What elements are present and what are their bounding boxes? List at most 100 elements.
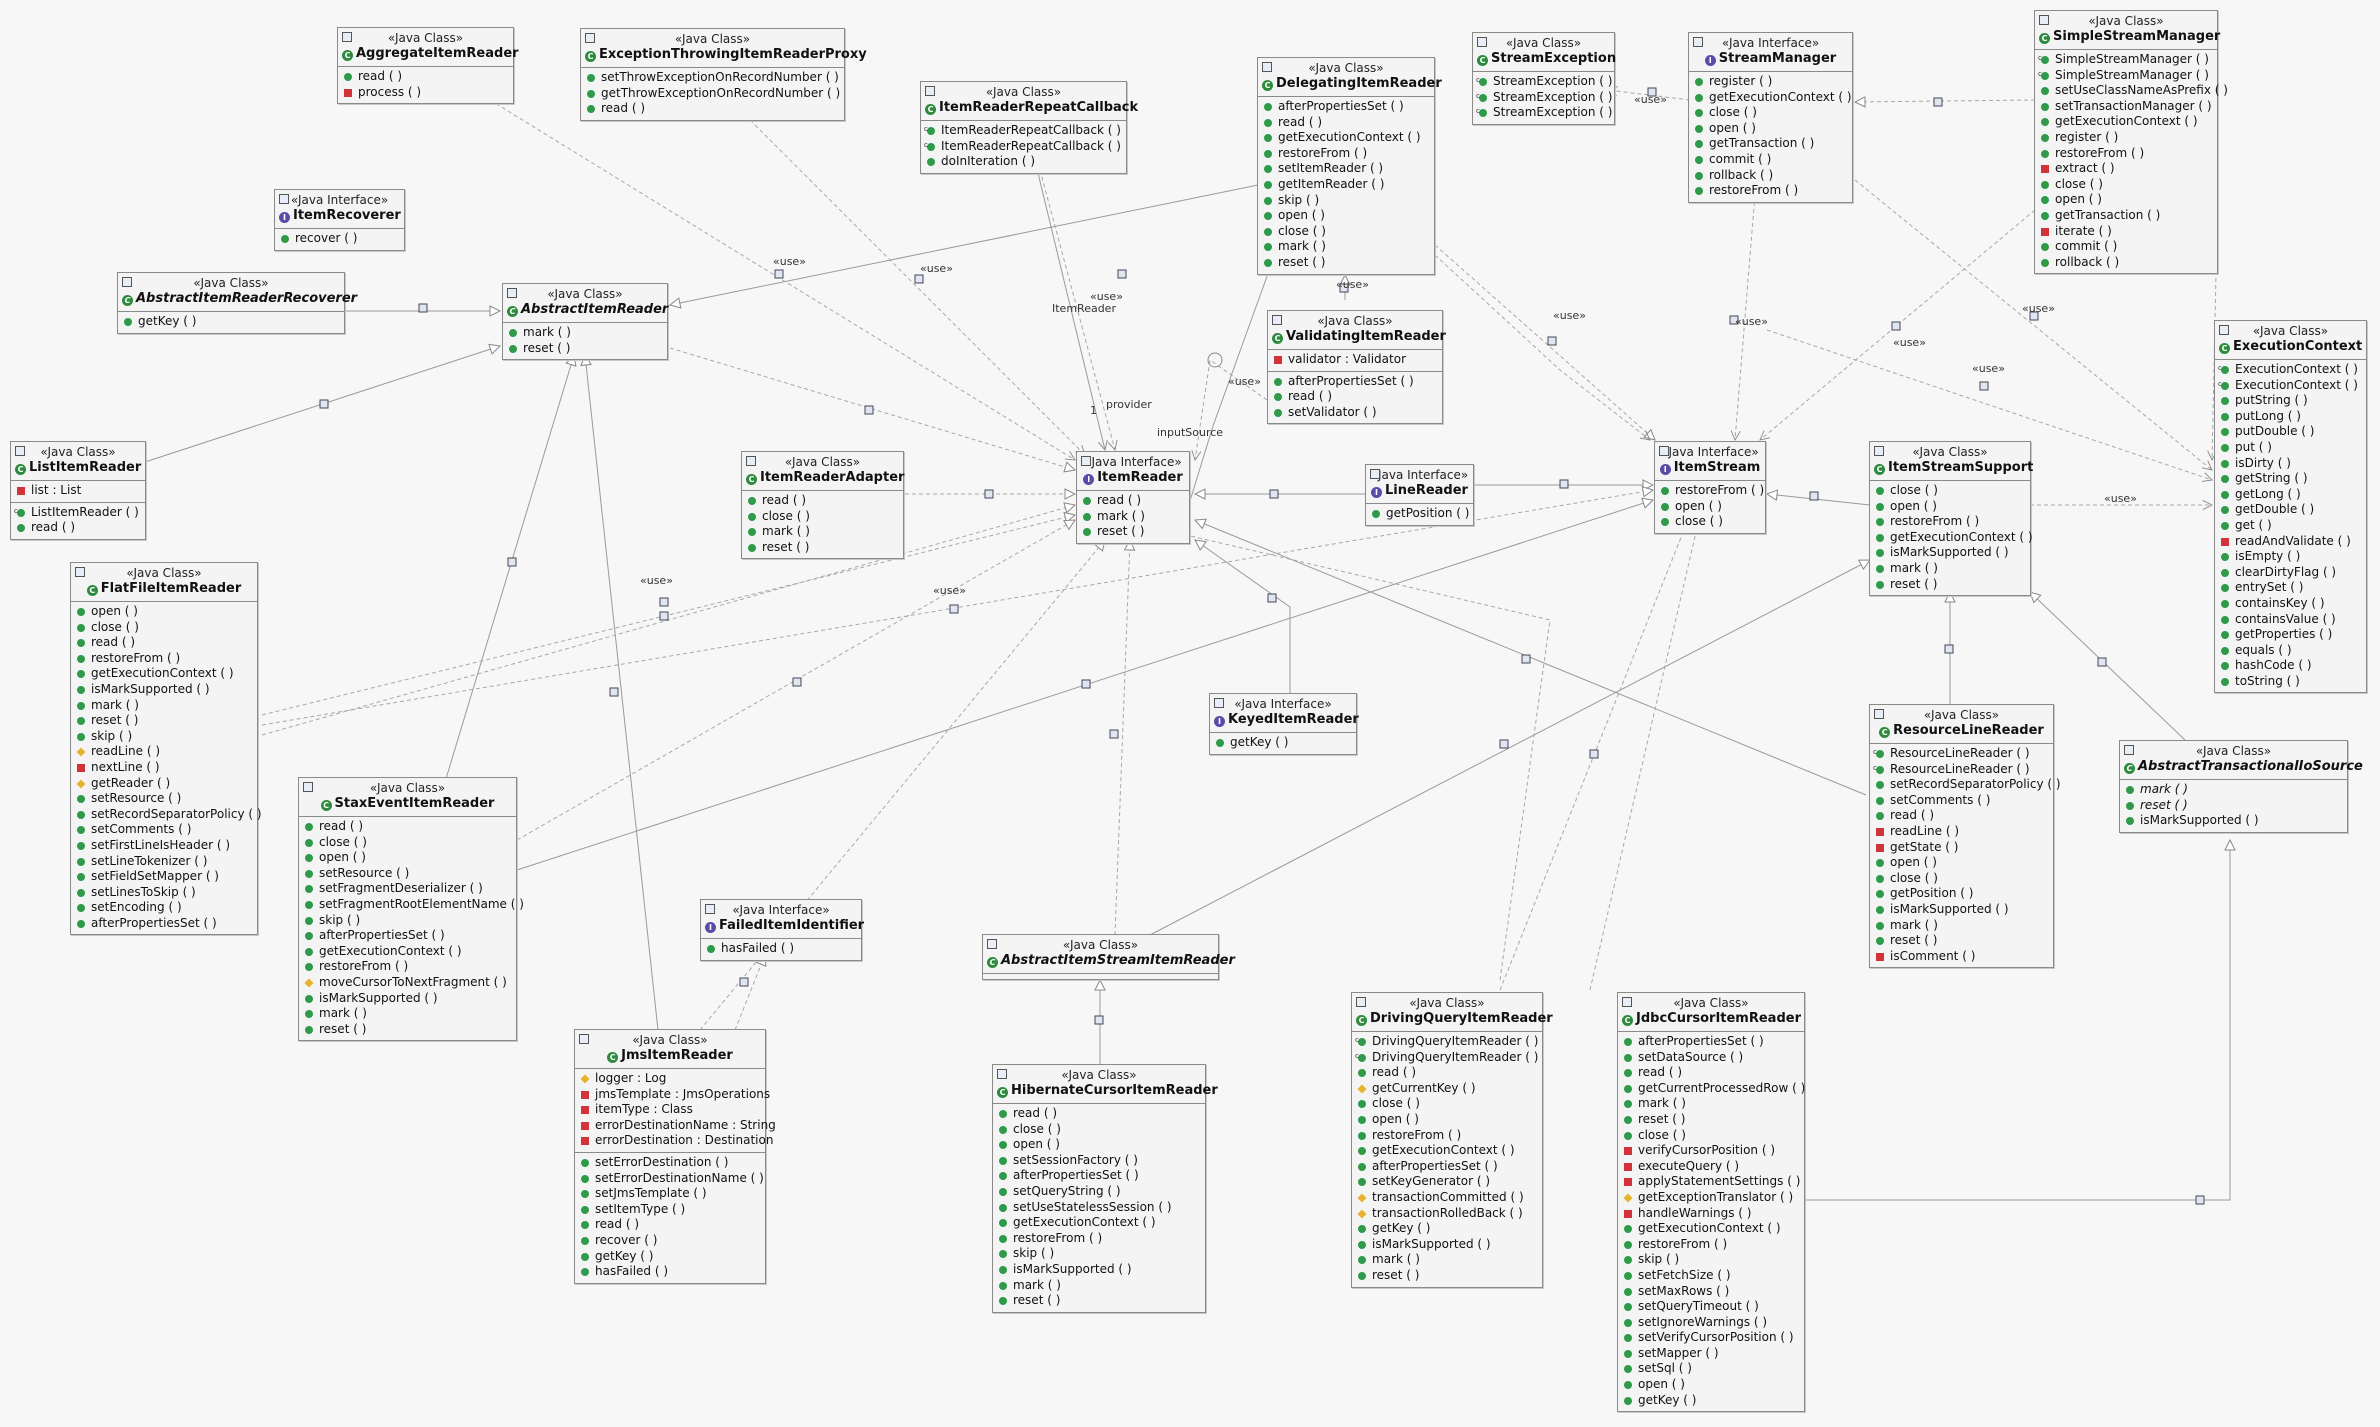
method-row[interactable]: register ( )	[2035, 130, 2217, 146]
method-row[interactable]: DrivingQueryItemReader ( )	[1352, 1033, 1542, 1050]
attribute-row[interactable]: itemType : Class	[575, 1102, 765, 1118]
method-row[interactable]: transactionCommitted ( )	[1352, 1190, 1542, 1206]
method-row[interactable]: setSql ( )	[1618, 1361, 1804, 1377]
method-row[interactable]: restoreFrom ( )	[2035, 146, 2217, 162]
method-row[interactable]: setErrorDestination ( )	[575, 1155, 765, 1171]
attribute-row[interactable]: errorDestinationName : String	[575, 1118, 776, 1134]
method-row[interactable]: putString ( )	[2215, 393, 2366, 409]
method-row[interactable]: hasFailed ( )	[701, 941, 861, 957]
method-row[interactable]: setDataSource ( )	[1618, 1050, 1804, 1066]
method-row[interactable]: getCurrentKey ( )	[1352, 1081, 1542, 1097]
method-row[interactable]: read ( )	[1618, 1065, 1804, 1081]
method-row[interactable]: StreamException ( )	[1473, 73, 1614, 90]
method-row[interactable]: mark ( )	[742, 524, 903, 540]
method-row[interactable]: restoreFrom ( )	[1352, 1128, 1542, 1144]
method-row[interactable]: getItemReader ( )	[1258, 177, 1434, 193]
method-row[interactable]: DrivingQueryItemReader ( )	[1352, 1049, 1542, 1066]
method-row[interactable]: open ( )	[1655, 499, 1765, 515]
method-row[interactable]: reset ( )	[1618, 1112, 1804, 1128]
method-row[interactable]: open ( )	[1618, 1377, 1804, 1393]
attribute-row[interactable]: list : List	[11, 483, 145, 499]
method-row[interactable]: setQueryTimeout ( )	[1618, 1299, 1804, 1315]
method-row[interactable]: getExecutionContext ( )	[1618, 1221, 1804, 1237]
method-row[interactable]: readLine ( )	[1870, 824, 2053, 840]
method-row[interactable]: ListItemReader ( )	[11, 504, 145, 521]
method-row[interactable]: read ( )	[1352, 1065, 1542, 1081]
method-row[interactable]: mark ( )	[993, 1278, 1205, 1294]
method-row[interactable]: setResource ( )	[299, 866, 516, 882]
method-row[interactable]: getCurrentProcessedRow ( )	[1618, 1081, 1805, 1097]
method-row[interactable]: restoreFrom ( )	[993, 1231, 1205, 1247]
method-row[interactable]: isMarkSupported ( )	[71, 682, 257, 698]
method-row[interactable]: close ( )	[1352, 1096, 1542, 1112]
method-row[interactable]: close ( )	[1870, 871, 2053, 887]
method-row[interactable]: open ( )	[1870, 499, 2030, 515]
method-row[interactable]: reset ( )	[1258, 255, 1434, 271]
class-box-execution-context[interactable]: «Java Class»CExecutionContextExecutionCo…	[2214, 320, 2367, 694]
class-box-resource-line-reader[interactable]: «Java Class»CResourceLineReaderResourceL…	[1869, 704, 2061, 969]
method-row[interactable]: close ( )	[71, 620, 257, 636]
method-row[interactable]: setFieldSetMapper ( )	[71, 869, 257, 885]
method-row[interactable]: process ( )	[338, 85, 513, 101]
method-row[interactable]: getKey ( )	[118, 314, 344, 330]
method-row[interactable]: StreamException ( )	[1473, 104, 1614, 121]
method-row[interactable]: close ( )	[1258, 224, 1434, 240]
method-row[interactable]: mark ( )	[299, 1006, 516, 1022]
method-row[interactable]: recover ( )	[575, 1233, 765, 1249]
method-row[interactable]: open ( )	[2035, 192, 2217, 208]
method-row[interactable]: reset ( )	[299, 1022, 516, 1038]
method-row[interactable]: setItemType ( )	[575, 1202, 765, 1218]
method-row[interactable]: recover ( )	[275, 231, 404, 247]
method-row[interactable]: close ( )	[1618, 1128, 1804, 1144]
method-row[interactable]: hasFailed ( )	[575, 1264, 765, 1280]
method-row[interactable]: mark ( )	[1077, 509, 1189, 525]
method-row[interactable]: restoreFrom ( )	[1258, 146, 1434, 162]
method-row[interactable]: setTransactionManager ( )	[2035, 99, 2217, 115]
method-row[interactable]: reset ( )	[742, 540, 903, 556]
method-row[interactable]: applyStatementSettings ( )	[1618, 1174, 1804, 1190]
method-row[interactable]: reset ( )	[993, 1293, 1205, 1309]
method-row[interactable]: getKey ( )	[575, 1249, 765, 1265]
method-row[interactable]: getState ( )	[1870, 840, 2053, 856]
method-row[interactable]: read ( )	[338, 69, 513, 85]
method-row[interactable]: ResourceLineReader ( )	[1870, 761, 2053, 778]
method-row[interactable]: isMarkSupported ( )	[993, 1262, 1205, 1278]
method-row[interactable]: setLineTokenizer ( )	[71, 854, 257, 870]
method-row[interactable]: open ( )	[1352, 1112, 1542, 1128]
method-row[interactable]: skip ( )	[993, 1246, 1205, 1262]
class-box-item-reader-repeat-callback[interactable]: «Java Class»CItemReaderRepeatCallbackIte…	[920, 81, 1138, 174]
attribute-row[interactable]: logger : Log	[575, 1071, 765, 1087]
method-row[interactable]: skip ( )	[299, 913, 516, 929]
attribute-row[interactable]: jmsTemplate : JmsOperations	[575, 1087, 770, 1103]
method-row[interactable]: getThrowExceptionOnRecordNumber ( )	[581, 86, 844, 102]
method-row[interactable]: rollback ( )	[2035, 255, 2217, 271]
method-row[interactable]: afterPropertiesSet ( )	[1258, 99, 1434, 115]
method-row[interactable]: setFragmentRootElementName ( )	[299, 897, 524, 913]
method-row[interactable]: afterPropertiesSet ( )	[1268, 374, 1442, 390]
method-row[interactable]: read ( )	[575, 1217, 765, 1233]
method-row[interactable]: read ( )	[581, 101, 844, 117]
method-row[interactable]: getExceptionTranslator ( )	[1618, 1190, 1804, 1206]
method-row[interactable]: setMapper ( )	[1618, 1346, 1804, 1362]
method-row[interactable]: mark ( )	[1352, 1252, 1542, 1268]
method-row[interactable]: reset ( )	[2120, 798, 2347, 814]
method-row[interactable]: setFetchSize ( )	[1618, 1268, 1804, 1284]
method-row[interactable]: getExecutionContext ( )	[1870, 530, 2033, 546]
method-row[interactable]: afterPropertiesSet ( )	[299, 928, 516, 944]
method-row[interactable]: mark ( )	[503, 325, 667, 341]
method-row[interactable]: isDirty ( )	[2215, 456, 2366, 472]
method-row[interactable]: reset ( )	[1352, 1268, 1542, 1284]
attribute-row[interactable]: errorDestination : Destination	[575, 1133, 773, 1149]
method-row[interactable]: isMarkSupported ( )	[2120, 813, 2347, 829]
method-row[interactable]: getPosition ( )	[1870, 886, 2053, 902]
method-row[interactable]: afterPropertiesSet ( )	[1352, 1159, 1542, 1175]
method-row[interactable]: open ( )	[1689, 121, 1852, 137]
